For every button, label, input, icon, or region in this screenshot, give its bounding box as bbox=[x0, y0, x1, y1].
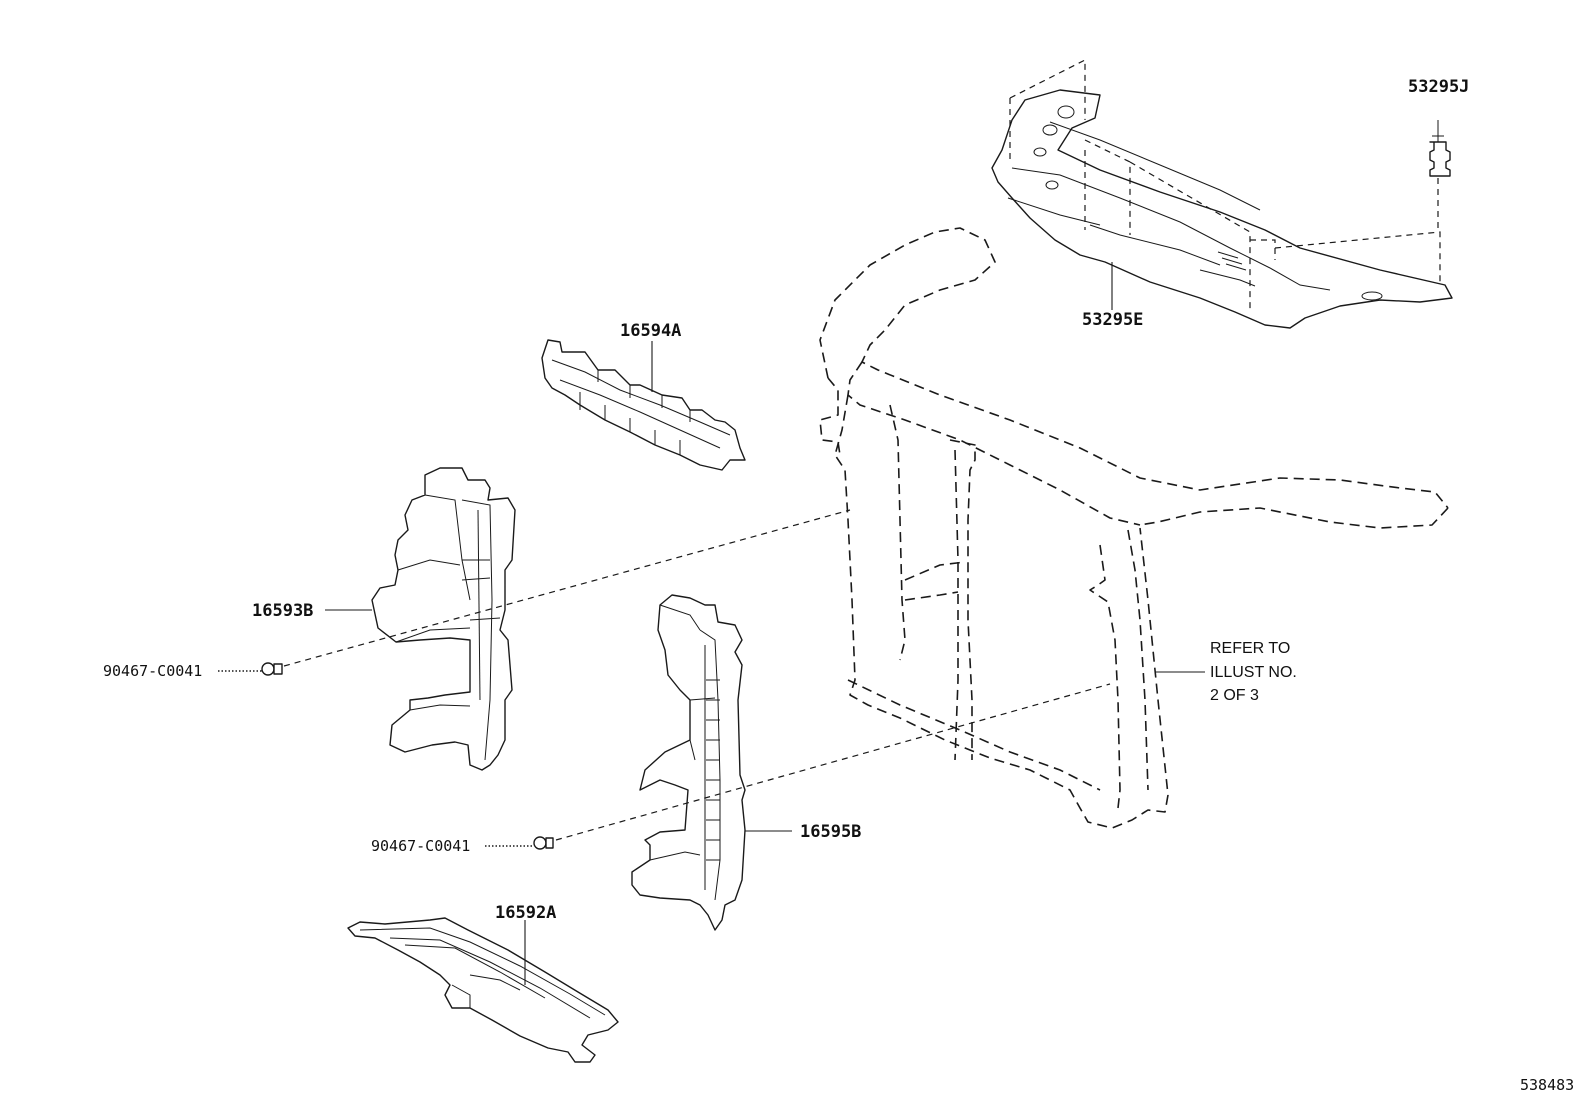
label-16594A: 16594A bbox=[620, 321, 681, 341]
label-90467-upper: 90467-C0041 bbox=[103, 662, 202, 680]
part-16593B-side-guide[interactable] bbox=[371, 467, 516, 771]
cover-mounting-projections bbox=[1009, 59, 1441, 310]
label-53295E: 53295E bbox=[1082, 310, 1143, 330]
part-16594A-air-guide[interactable] bbox=[541, 339, 746, 471]
refer-note-line3: 2 OF 3 bbox=[1210, 687, 1259, 704]
part-53295J-clip[interactable] bbox=[1429, 120, 1451, 232]
refer-note-line2: ILLUST NO. bbox=[1210, 664, 1297, 681]
radiator-support-phantom bbox=[819, 227, 1449, 829]
refer-note-line1: REFER TO bbox=[1210, 640, 1290, 657]
part-90467-clip-lower[interactable] bbox=[533, 683, 1111, 850]
label-90467-lower: 90467-C0041 bbox=[371, 837, 470, 855]
label-16592A: 16592A bbox=[495, 903, 556, 923]
leader-lines bbox=[218, 262, 1205, 985]
part-16592A-lower-guide[interactable] bbox=[347, 917, 619, 1063]
label-16595B: 16595B bbox=[800, 822, 861, 842]
label-16593B: 16593B bbox=[252, 601, 313, 621]
part-53295E-cover[interactable] bbox=[991, 89, 1453, 329]
label-53295J: 53295J bbox=[1408, 77, 1469, 97]
part-90467-clip-upper[interactable] bbox=[261, 509, 851, 676]
illustration-number: 538483 bbox=[1520, 1076, 1574, 1094]
part-16595B-side-guide[interactable] bbox=[631, 594, 746, 931]
